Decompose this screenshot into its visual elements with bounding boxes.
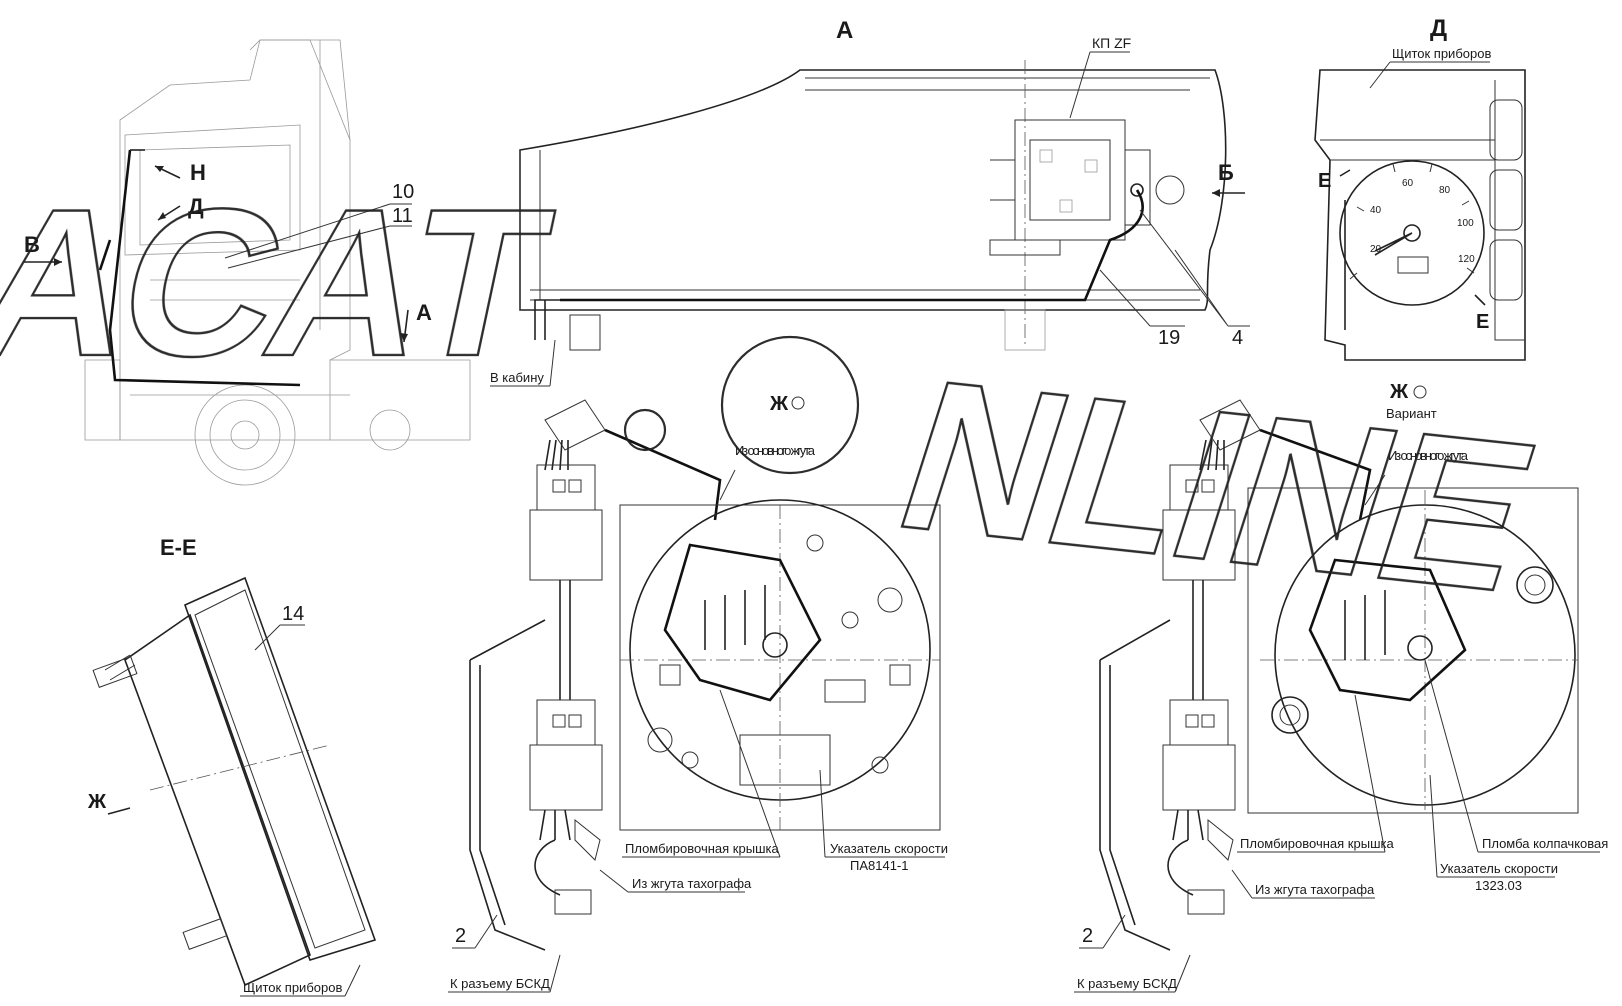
gauge-tick-60: 60 [1402, 178, 1414, 189]
gauge-tick-80: 80 [1439, 185, 1451, 196]
arrow-label-v: В [24, 232, 40, 257]
arrow-label-n: Н [190, 160, 206, 185]
label-from-main-harness-1: Из основного жгута [735, 443, 816, 458]
label-variant: Вариант [1386, 406, 1437, 421]
label-speed-indicator-model-1: ПА8141-1 [850, 858, 909, 873]
callout-11: 11 [392, 205, 413, 227]
view-title-d: Д [1430, 15, 1447, 42]
label-instrument-panel-bottom: Щиток приборов [243, 980, 342, 995]
callout-2-left: 2 [455, 925, 466, 947]
view-title-a: А [836, 17, 853, 44]
label-into-cab: В кабину [490, 370, 544, 385]
label-speed-indicator-2: Указатель скорости [1440, 861, 1558, 876]
label-sealing-cover-1: Пломбировочная крышка [625, 841, 779, 856]
label-cap-seal: Пломба колпачковая [1482, 836, 1608, 851]
speedometer-gauge: 20 40 60 80 100 120 [1339, 160, 1485, 306]
label-from-tacho-harness-1: Из жгута тахографа [632, 876, 752, 891]
arrow-label-zh-center: Ж [769, 393, 789, 415]
callout-10: 10 [392, 181, 414, 203]
label-kp-zf: КП ZF [1092, 35, 1131, 51]
instrument-panel-view [1314, 69, 1526, 361]
callout-4: 4 [1232, 327, 1243, 349]
cable-to-cab [534, 299, 601, 351]
gauge-tick-120: 120 [1458, 254, 1475, 265]
arrow-label-zh-variant: Ж [1389, 381, 1409, 403]
label-instrument-panel-top: Щиток приборов [1392, 46, 1491, 61]
speedometer-back-1323 [1247, 487, 1579, 814]
section-title-e-e: Е-Е [160, 535, 197, 560]
label-speed-indicator-model-2: 1323.03 [1475, 878, 1522, 893]
label-to-bskd-2: К разъему БСКД [1077, 976, 1177, 991]
gearbox-kp-zf [989, 119, 1185, 256]
truck-side-view [84, 39, 471, 486]
panel-section-e-e [92, 576, 377, 987]
label-from-main-harness-2: Из основного жгута [1388, 448, 1469, 463]
label-from-tacho-harness-2: Из жгута тахографа [1255, 882, 1375, 897]
speedometer-back-pa8141 [619, 499, 941, 831]
callout-2-right: 2 [1082, 925, 1093, 947]
arrow-label-e-bottom: Е [1476, 311, 1489, 333]
arrow-label-a-side: А [416, 300, 432, 325]
label-speed-indicator-1: Указатель скорости [830, 841, 948, 856]
callout-14: 14 [282, 603, 304, 625]
speed-sensor-cable [560, 189, 1144, 302]
gauge-needle [1374, 232, 1413, 256]
arrow-label-b: Б [1218, 160, 1234, 185]
svg-text:NLINE: NLINE [874, 336, 1561, 635]
gauge-tick-20: 20 [1370, 244, 1382, 255]
arrow-label-d: Д [188, 194, 204, 219]
arrow-label-e-top: Е [1318, 170, 1331, 192]
label-to-bskd-1: К разъему БСКД [450, 976, 550, 991]
view-a-frame [519, 60, 1227, 351]
gauge-tick-100: 100 [1457, 218, 1474, 229]
label-sealing-cover-2: Пломбировочная крышка [1240, 836, 1394, 851]
gauge-tick-40: 40 [1370, 205, 1382, 216]
svg-text:АСАТ: АСАТ [0, 165, 567, 399]
callout-19: 19 [1158, 327, 1180, 349]
harness-left [469, 399, 606, 951]
harness-right [1099, 399, 1261, 951]
arrow-label-zh-section: Ж [87, 791, 107, 813]
